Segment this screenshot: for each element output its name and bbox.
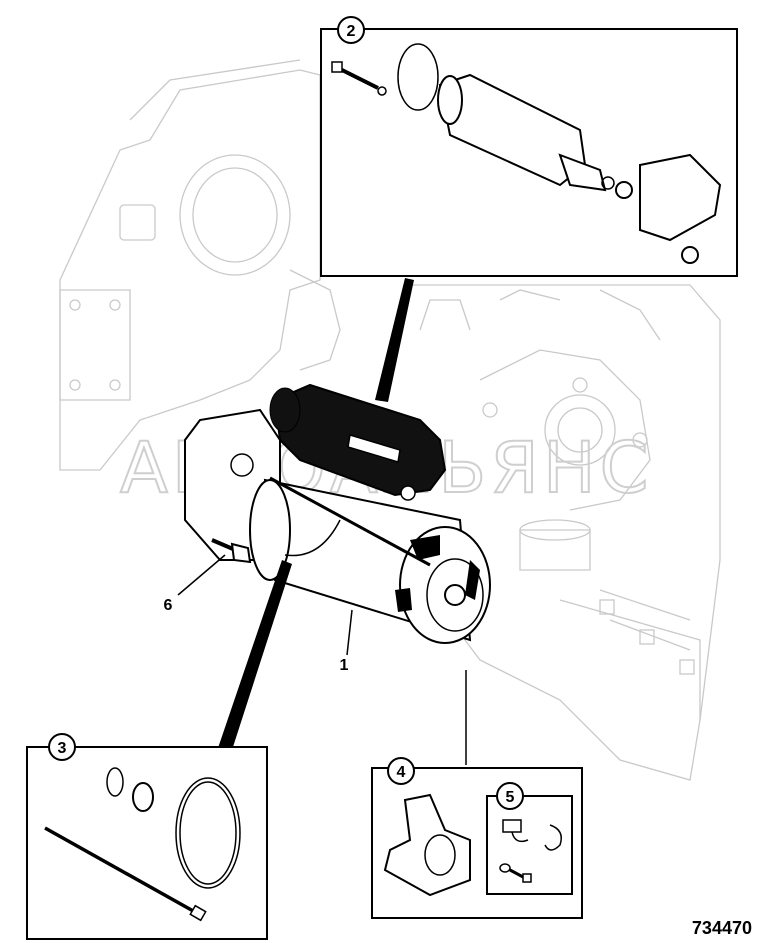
callout-label-4: 4 — [397, 764, 406, 781]
mounting-bolt — [211, 538, 252, 564]
callout-label-5: 5 — [506, 789, 515, 806]
engine-block-background — [59, 59, 721, 781]
detail-box-5: 5 — [486, 782, 573, 895]
callout-circle-5 — [496, 782, 524, 810]
detail-box-2: 2 — [320, 16, 738, 277]
leader-lines — [177, 278, 467, 765]
callout-circle-4 — [387, 757, 415, 785]
detail-box-3: 3 — [26, 733, 268, 940]
callout-circle-3 — [48, 733, 76, 761]
callout-label-3: 3 — [58, 740, 67, 757]
callout-label-1: 1 — [340, 657, 349, 674]
reference-number: 734470 — [692, 918, 752, 938]
callout-label-6: 6 — [164, 597, 173, 614]
starter-motor-assembly — [184, 383, 491, 644]
callout-circle-2 — [337, 16, 365, 44]
callout-label-2: 2 — [347, 23, 356, 40]
